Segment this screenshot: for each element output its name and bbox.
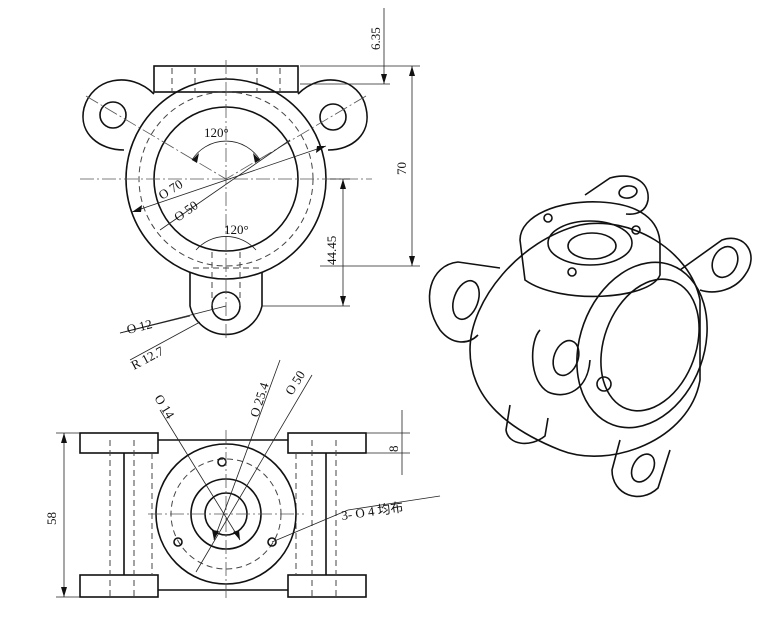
flange-top-left	[79, 432, 159, 454]
right-lug-outline	[297, 79, 368, 151]
diameter-25.4: Ο 25.4	[247, 380, 272, 419]
left-lug-outline	[82, 79, 155, 151]
iso-top-lug	[584, 175, 649, 215]
iso-left-lug	[428, 261, 501, 343]
iso-front-bore	[600, 278, 700, 412]
iso-top-bore-inner	[567, 232, 617, 260]
left-lug-hole	[99, 101, 127, 129]
iso-lower-tab	[505, 404, 549, 445]
diameter-50: Ο 50	[171, 197, 201, 224]
diameter-50-front: Ο 50	[282, 368, 308, 398]
iso-front-face	[576, 261, 708, 429]
iso-top-bore-outer	[547, 220, 633, 266]
front-view: Ο 14 Ο 25.4 Ο 50 8 58 3- Ο 4 均布	[44, 359, 441, 600]
flange-top-right	[287, 432, 367, 454]
flange-bottom-right	[287, 574, 367, 598]
angle-upper: 120°	[204, 125, 229, 140]
dim-58: 58	[44, 512, 59, 525]
right-lug-hole	[319, 103, 347, 131]
hole-2	[173, 537, 183, 547]
top-view: 6.35 70 44.45 120° 120° Ο 70 Ο 50 Ο 12 R…	[80, 8, 420, 373]
iso-body	[469, 222, 701, 457]
dim-70: 70	[394, 162, 409, 175]
diameter-12: Ο 12	[125, 316, 154, 337]
iso-right-lug	[679, 237, 752, 293]
dim-44.45: 44.45	[324, 236, 339, 265]
angle-lower: 120°	[224, 222, 249, 237]
flange-bottom-left	[79, 574, 159, 598]
hole-3	[267, 537, 277, 547]
dim-6.35: 6.35	[368, 27, 383, 50]
diameter-14: Ο 14	[151, 392, 178, 422]
iso-bottom-lug	[611, 439, 671, 498]
hole-pattern-note: 3- Ο 4 均布	[340, 499, 404, 523]
radius-12.7: R 12.7	[128, 343, 166, 373]
iso-side-lug	[531, 329, 591, 396]
iso-top-boss	[519, 201, 661, 298]
isometric-view	[428, 175, 752, 498]
dim-8: 8	[386, 446, 401, 453]
